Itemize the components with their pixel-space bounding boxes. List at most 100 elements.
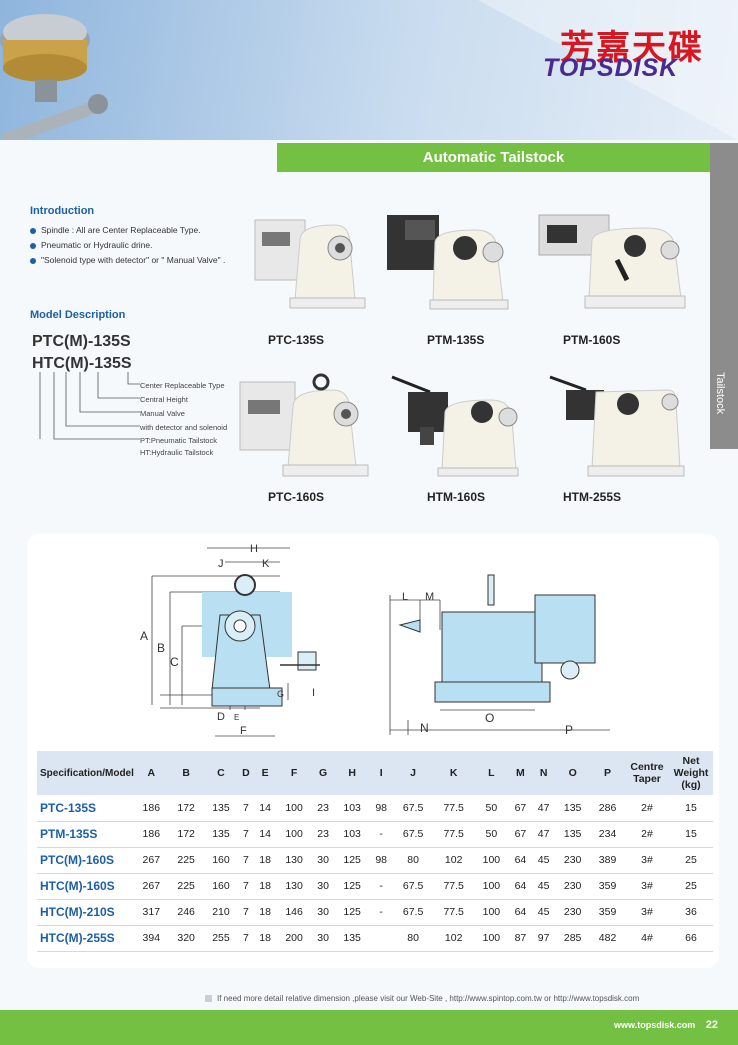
- table-cell: 50: [473, 821, 509, 848]
- table-cell: 18: [253, 925, 277, 952]
- footnote: If need more detail relative dimension ,…: [205, 994, 639, 1003]
- product-label-ptm-160s: PTM-160S: [563, 333, 621, 347]
- table-cell: 135: [203, 821, 239, 848]
- table-cell: 50: [473, 795, 509, 822]
- page-number: 22: [705, 1019, 718, 1031]
- product-label-htm-255s: HTM-255S: [563, 490, 622, 504]
- table-cell: 267: [133, 847, 169, 874]
- table-cell: 135: [555, 795, 591, 822]
- product-label-ptc-135s: PTC-135S: [268, 333, 325, 347]
- table-header-cell: A: [133, 751, 169, 795]
- table-cell: 3#: [625, 873, 669, 900]
- table-cell: 97: [532, 925, 556, 952]
- table-cell: 200: [276, 925, 312, 952]
- table-cell: 103: [334, 821, 370, 848]
- table-cell: 225: [168, 847, 204, 874]
- dim-label-c: C: [170, 655, 179, 669]
- table-header-cell: E: [253, 751, 277, 795]
- table-cell: 45: [532, 899, 556, 926]
- dim-label-f: F: [240, 725, 247, 737]
- table-cell: 23: [311, 821, 335, 848]
- product-image-htm-160s: [391, 375, 519, 477]
- footer-url[interactable]: www.topsdisk.com: [614, 1020, 696, 1030]
- list-item: Pneumatic or Hydraulic drine.: [30, 238, 225, 253]
- table-cell: 102: [433, 847, 474, 874]
- table-header-cell: N: [532, 751, 556, 795]
- table-header-cell: I: [369, 751, 393, 795]
- table-cell: 230: [555, 847, 591, 874]
- table-cell: 320: [168, 925, 204, 952]
- header-decoration: [478, 0, 738, 140]
- brand-english-logo: TOPSDISK: [543, 54, 679, 82]
- table-header-cell: B: [168, 751, 204, 795]
- table-cell: 80: [392, 925, 434, 952]
- dim-label-l: L: [402, 591, 408, 603]
- table-cell: 45: [532, 847, 556, 874]
- table-header-cell: Net Weight (kg): [669, 751, 713, 795]
- table-cell: 172: [168, 821, 204, 848]
- table-cell: 210: [203, 899, 239, 926]
- product-image-ptm-160s: [538, 214, 686, 309]
- table-cell: 172: [168, 795, 204, 822]
- table-header-cell: Specification/Model: [37, 751, 134, 795]
- footer-bar: [0, 1010, 738, 1045]
- table-cell-model: PTC-135S: [37, 795, 134, 822]
- table-cell: 66: [669, 925, 713, 952]
- rotary-table-illustration: [0, 14, 108, 140]
- table-cell: 389: [590, 847, 625, 874]
- table-cell: 100: [473, 925, 509, 952]
- table-cell: 7: [238, 795, 254, 822]
- footer-text: www.topsdisk.com 22: [614, 1019, 718, 1031]
- table-cell: 130: [276, 873, 312, 900]
- model-description-heading: Model Description: [30, 309, 126, 321]
- table-cell: 135: [555, 821, 591, 848]
- brand-chinese: 芳嘉天碟: [560, 28, 704, 68]
- product-image-ptc-160s: [239, 373, 369, 477]
- table-header-cell: M: [508, 751, 533, 795]
- table-cell: 7: [238, 847, 254, 874]
- table-cell: 18: [253, 847, 277, 874]
- side-tab-label: Tailstock: [714, 372, 726, 415]
- table-cell: 102: [433, 925, 474, 952]
- product-label-ptm-135s: PTM-135S: [427, 333, 485, 347]
- table-cell: 18: [253, 873, 277, 900]
- dim-label-m: M: [425, 591, 434, 603]
- table-cell: 77.5: [433, 795, 474, 822]
- dim-label-g: G: [277, 689, 284, 699]
- table-cell: 359: [590, 899, 625, 926]
- table-cell: 64: [508, 873, 533, 900]
- table-cell-model: HTC(M)-160S: [37, 873, 134, 900]
- table-cell: 3#: [625, 899, 669, 926]
- side-tab: [710, 143, 738, 449]
- table-cell: 7: [238, 873, 254, 900]
- introduction-heading: Introduction: [30, 205, 95, 217]
- product-image-ptm-135s: [387, 215, 509, 310]
- table-cell: 160: [203, 873, 239, 900]
- dim-label-e: E: [234, 713, 239, 722]
- table-header-cell: P: [590, 751, 625, 795]
- table-cell: 267: [133, 873, 169, 900]
- table-cell: 30: [311, 925, 335, 952]
- table-cell: 77.5: [433, 899, 474, 926]
- dim-label-b: B: [157, 641, 165, 655]
- product-label-ptc-160s: PTC-160S: [268, 490, 325, 504]
- table-cell-model: HTC(M)-255S: [37, 925, 134, 952]
- table-cell: 230: [555, 873, 591, 900]
- table-cell: 64: [508, 899, 533, 926]
- table-cell: 30: [311, 847, 335, 874]
- table-cell: 186: [133, 821, 169, 848]
- table-cell: 25: [669, 847, 713, 874]
- table-cell: 7: [238, 925, 254, 952]
- table-cell: 125: [334, 873, 370, 900]
- product-label-htm-160s: HTM-160S: [427, 490, 486, 504]
- table-cell: 14: [253, 821, 277, 848]
- table-header-cell: H: [334, 751, 370, 795]
- table-cell: 255: [203, 925, 239, 952]
- table-cell: -: [369, 899, 393, 926]
- product-image-ptc-135s: [254, 219, 366, 309]
